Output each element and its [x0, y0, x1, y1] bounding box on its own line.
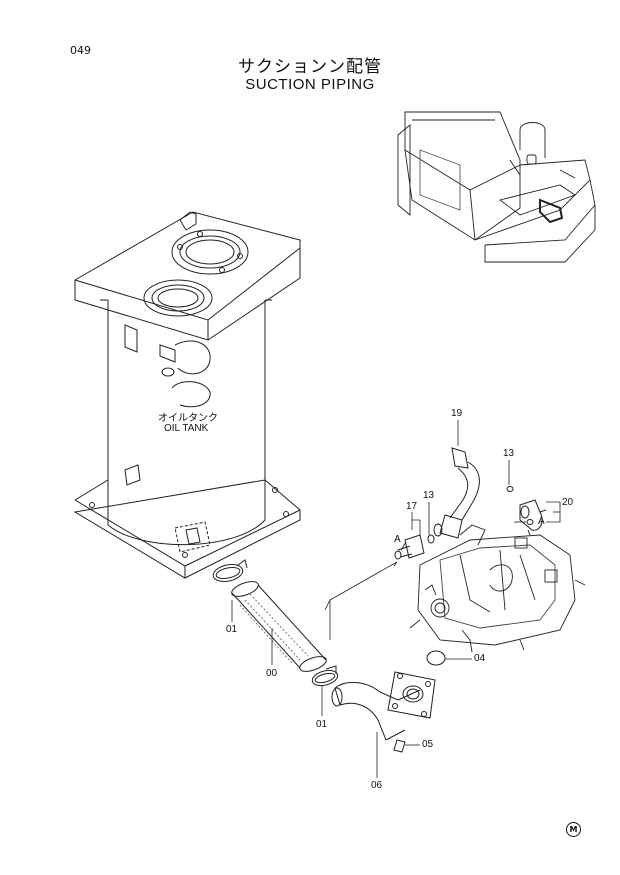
- page-number: 049: [70, 44, 91, 57]
- callout-19: 19: [451, 408, 463, 419]
- oil-tank-label-japanese: オイルタンク: [158, 413, 218, 424]
- callout-06: 06: [371, 780, 383, 791]
- callout-a-right: A: [538, 516, 545, 527]
- callout-13-right: 13: [503, 448, 515, 459]
- o-ring-a-right: [526, 519, 534, 525]
- corner-mark: M: [566, 822, 581, 837]
- callout-20: 20: [562, 497, 574, 508]
- oil-tank-label-english: OIL TANK: [164, 423, 209, 434]
- hose-assembly: [212, 559, 339, 687]
- callout-17: 17: [406, 501, 418, 512]
- hydraulic-pump: [409, 524, 586, 653]
- oil-tank: [73, 211, 301, 579]
- callout-05: 05: [422, 739, 434, 750]
- leader-lines: [231, 420, 561, 778]
- callout-00: 00: [266, 668, 278, 679]
- machine-inset: [397, 111, 596, 263]
- callout-01-upper: 01: [226, 624, 238, 635]
- o-ring-04: [426, 650, 446, 666]
- callout-a-left: A: [394, 534, 401, 545]
- title-japanese: サクションン配管: [238, 57, 382, 77]
- callout-01-lower: 01: [316, 719, 328, 730]
- callout-04: 04: [474, 653, 486, 664]
- suction-pipe: [331, 671, 436, 753]
- fitting-17: [394, 534, 425, 560]
- elbow-20: [519, 499, 547, 536]
- pressure-hose: [427, 447, 514, 544]
- callout-13-left: 13: [423, 490, 435, 501]
- title-english: SUCTION PIPING: [245, 76, 375, 93]
